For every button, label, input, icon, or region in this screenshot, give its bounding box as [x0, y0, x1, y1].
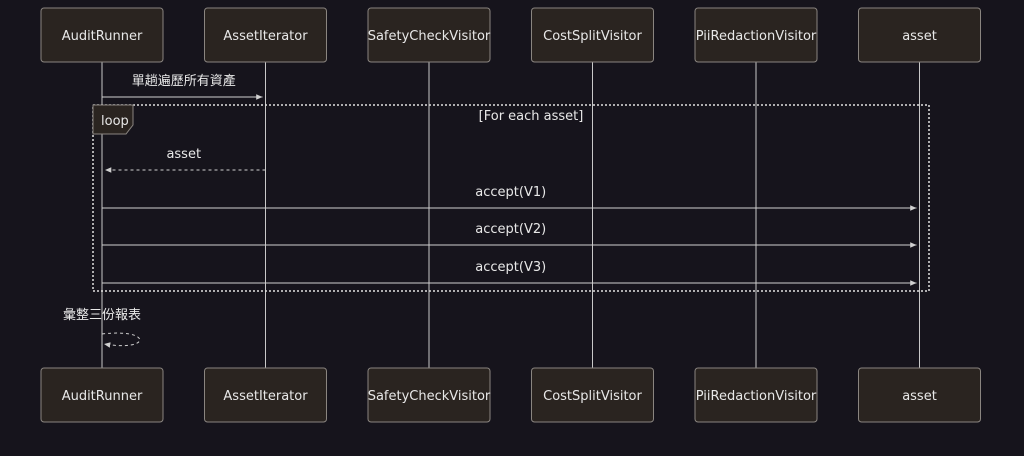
participant-label: asset [902, 29, 937, 44]
participant-box-bottom: AuditRunner [40, 367, 164, 423]
participant-label: AuditRunner [62, 29, 143, 44]
participant-label: AuditRunner [62, 389, 143, 404]
message-label: 單趟遍歷所有資產 [132, 73, 236, 89]
participant-box-top: AssetIterator [204, 7, 327, 63]
participant-box-bottom: SafetyCheckVisitor [367, 367, 491, 423]
message-arrow: 單趟遍歷所有資產 [102, 73, 263, 100]
message-arrow: accept(V2) [102, 222, 917, 248]
message-label: accept(V1) [475, 185, 546, 200]
loop-tag-box [92, 104, 134, 135]
participant-box-top: asset [858, 7, 981, 63]
message-label: accept(V3) [475, 260, 546, 275]
participant-box-bottom: PiiRedactionVisitor [694, 367, 818, 423]
participant-box-top: PiiRedactionVisitor [694, 7, 818, 63]
participant-label: SafetyCheckVisitor [368, 389, 491, 404]
participant-box-bottom: CostSplitVisitor [531, 367, 654, 423]
participant-label: PiiRedactionVisitor [696, 389, 817, 404]
loop-condition: [For each asset] [479, 109, 584, 124]
participant-box-top: AuditRunner [40, 7, 164, 63]
message-arrow: accept(V3) [102, 260, 917, 286]
message-label: accept(V2) [475, 222, 546, 237]
participant-label: asset [902, 389, 937, 404]
participant-label: PiiRedactionVisitor [696, 29, 817, 44]
participant-boxes: AuditRunnerAuditRunnerAssetIteratorAsset… [40, 7, 981, 423]
participant-label: AssetIterator [223, 389, 308, 404]
participant-box-bottom: asset [858, 367, 981, 423]
loop-fragment: loop [For each asset] [92, 104, 930, 292]
participant-label: SafetyCheckVisitor [368, 29, 491, 44]
participant-box-top: SafetyCheckVisitor [367, 7, 491, 63]
messages: 單趟遍歷所有資產 asset accept(V1) accept(V2) accept(… [63, 73, 917, 348]
message-arrow: accept(V1) [102, 185, 917, 211]
participant-label: CostSplitVisitor [543, 389, 642, 404]
participant-box-top: CostSplitVisitor [531, 7, 654, 63]
participant-label: CostSplitVisitor [543, 29, 642, 44]
message-label: asset [166, 147, 201, 162]
participant-label: AssetIterator [223, 29, 308, 44]
message-arrow: asset [105, 147, 266, 173]
participant-box-bottom: AssetIterator [204, 367, 327, 423]
loop-tag-label: loop [101, 114, 129, 129]
loop-frame [92, 104, 930, 292]
message-arrow: 彙整三份報表 [63, 307, 141, 348]
message-label: 彙整三份報表 [63, 307, 141, 323]
lifelines [101, 62, 920, 368]
